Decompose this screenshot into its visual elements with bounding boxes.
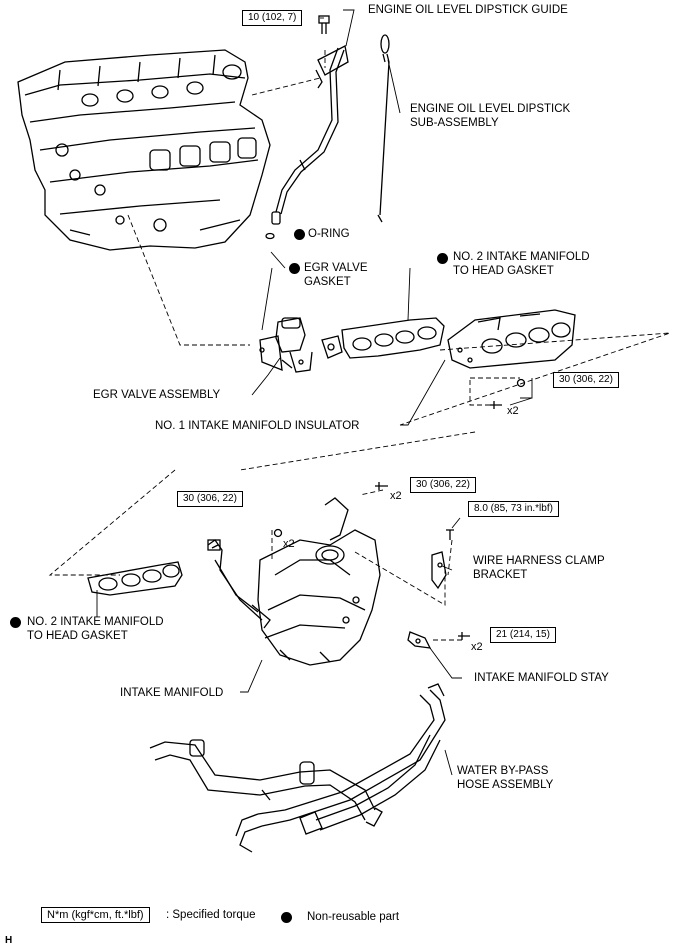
dipstick	[377, 34, 390, 223]
nonreusable-dot-o-ring	[294, 229, 305, 240]
label-clamp-bracket: WIRE HARNESS CLAMP BRACKET	[473, 555, 605, 581]
torque-clamp-bracket: 8.0 (85, 73 in.*lbf)	[468, 501, 559, 517]
label-water-bypass: WATER BY-PASS HOSE ASSEMBLY	[457, 765, 554, 791]
label-insulator: NO. 1 INTAKE MANIFOLD INSULATOR	[155, 420, 360, 432]
corner-code: H	[5, 935, 13, 946]
clamp-bracket	[431, 551, 447, 590]
torque-insulator: 30 (306, 22)	[553, 372, 619, 388]
egr-valve	[259, 317, 313, 373]
qty-manifold-left: x2	[283, 538, 295, 550]
egr-gasket-part	[321, 335, 343, 359]
engine-block	[17, 49, 271, 251]
label-intake-manifold: INTAKE MANIFOLD	[120, 687, 224, 699]
guide-lines	[48, 50, 671, 641]
label-o-ring: O-RING	[308, 228, 350, 240]
legend-nonreusable-text: Non-reusable part	[307, 911, 400, 923]
nonreusable-dot-egr-gasket	[289, 263, 300, 274]
label-gasket-top: NO. 2 INTAKE MANIFOLD TO HEAD GASKET	[453, 251, 590, 277]
nonreusable-dot-gasket-bottom	[10, 617, 21, 628]
label-dipstick-sub-assembly: ENGINE OIL LEVEL DIPSTICK SUB-ASSEMBLY	[410, 103, 571, 129]
torque-manifold-top: 30 (306, 22)	[410, 477, 476, 493]
label-egr-valve-assembly: EGR VALVE ASSEMBLY	[93, 389, 221, 401]
label-dipstick-guide: ENGINE OIL LEVEL DIPSTICK GUIDE	[368, 4, 568, 16]
label-manifold-stay: INTAKE MANIFOLD STAY	[474, 672, 609, 684]
gasket-top	[341, 317, 445, 359]
manifold-stay	[407, 631, 432, 649]
qty-insulator: x2	[507, 405, 519, 417]
leader-lines	[96, 9, 533, 776]
legend-nonreusable-dot	[281, 912, 292, 923]
water-hose	[149, 683, 446, 853]
qty-manifold-stay: x2	[471, 641, 483, 653]
insulator-fasteners	[490, 378, 526, 409]
manifold-bolts	[273, 482, 470, 640]
qty-manifold-top: x2	[390, 490, 402, 502]
dipstick-bolt	[318, 15, 330, 34]
torque-manifold-left: 30 (306, 22)	[177, 491, 243, 507]
intake-manifold-part	[207, 497, 381, 666]
dipstick-guide	[271, 45, 349, 225]
nonreusable-dot-gasket-top	[437, 253, 448, 264]
torque-dipstick-bolt: 10 (102, 7)	[242, 10, 303, 26]
gasket-bottom	[87, 561, 183, 596]
insulator	[447, 309, 576, 369]
legend-torque-text: : Specified torque	[166, 909, 256, 921]
label-egr-gasket: EGR VALVE GASKET	[304, 262, 368, 288]
torque-manifold-stay: 21 (214, 15)	[490, 627, 556, 643]
label-gasket-bottom: NO. 2 INTAKE MANIFOLD TO HEAD GASKET	[27, 616, 164, 642]
legend-torque-box: N*m (kgf*cm, ft.*lbf)	[41, 907, 150, 923]
o-ring-part	[265, 232, 275, 240]
